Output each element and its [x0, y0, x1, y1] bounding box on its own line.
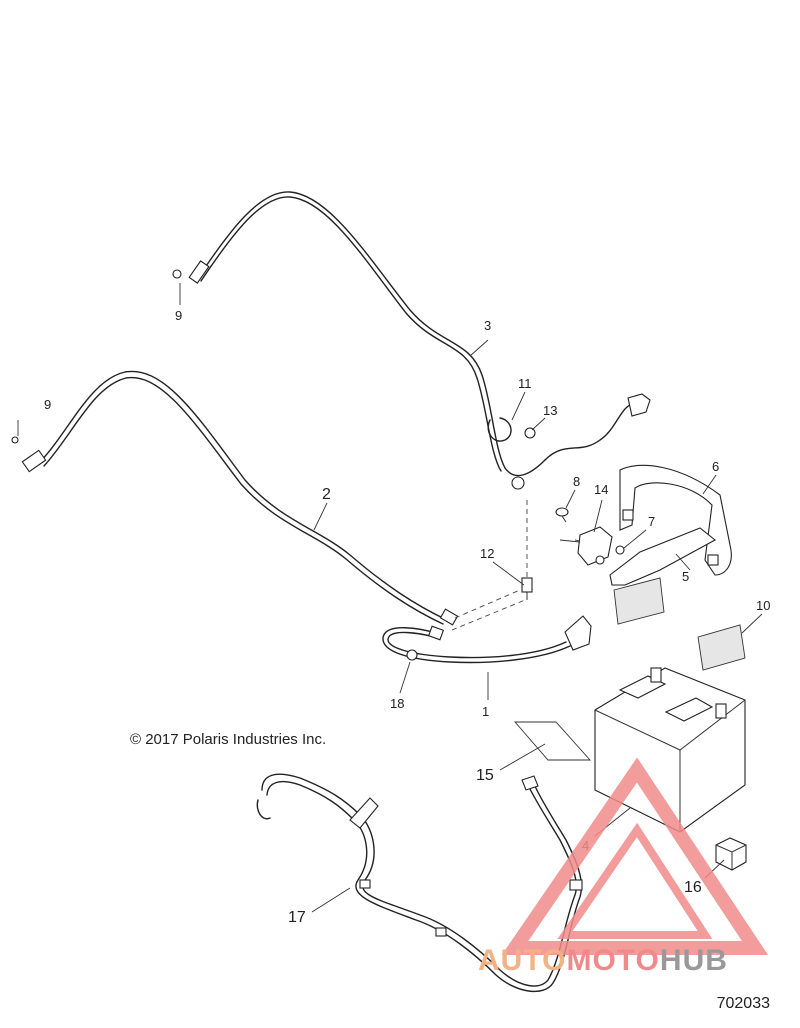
- copyright-notice: © 2017 Polaris Industries Inc.: [130, 731, 327, 748]
- callout-2: 2: [322, 486, 331, 503]
- bolt-part-7: [615, 545, 625, 555]
- diagram-id: 702033: [716, 995, 770, 1012]
- cube-part-16: [715, 837, 747, 871]
- callout-5: 5: [682, 569, 689, 584]
- nut-part-9-top: [172, 269, 182, 279]
- callout-7: 7: [648, 514, 655, 529]
- cable-part-3: [188, 191, 651, 490]
- callout-15: 15: [476, 767, 494, 784]
- harness-part-17: [256, 773, 583, 993]
- nut-part-13: [524, 427, 536, 439]
- callout-16: 16: [684, 879, 702, 896]
- cable-part-2: [21, 370, 459, 626]
- clip-part-11: [487, 417, 512, 442]
- watermark-text: AUTOMOTOHUB: [478, 944, 728, 977]
- nut-part-9-left: [11, 436, 19, 444]
- bolt-part-8: [555, 507, 569, 523]
- callout-6: 6: [712, 459, 719, 474]
- label-unnumbered: [613, 577, 665, 625]
- callout-3: 3: [484, 318, 491, 333]
- label-part-10: [697, 624, 746, 671]
- solenoid-part-14: [559, 526, 613, 566]
- callout-11: 11: [518, 376, 532, 391]
- callout-1: 1: [482, 704, 489, 719]
- callout-13: 13: [543, 403, 557, 418]
- bracket-part-5: [609, 527, 716, 586]
- callout-17: 17: [288, 909, 306, 926]
- sticker-part-15: [514, 721, 592, 761]
- callout-9-left: 9: [44, 397, 51, 412]
- callout-18: 18: [390, 696, 404, 711]
- callout-8: 8: [573, 474, 580, 489]
- callout-12: 12: [480, 546, 494, 561]
- callout-10: 10: [756, 598, 770, 613]
- terminal-part-12: [521, 577, 533, 600]
- callout-14: 14: [594, 482, 608, 497]
- nut-part-18: [406, 649, 418, 661]
- watermark-logo: [501, 757, 769, 955]
- callout-9-top: 9: [175, 308, 182, 323]
- battery-part-4: [594, 667, 746, 833]
